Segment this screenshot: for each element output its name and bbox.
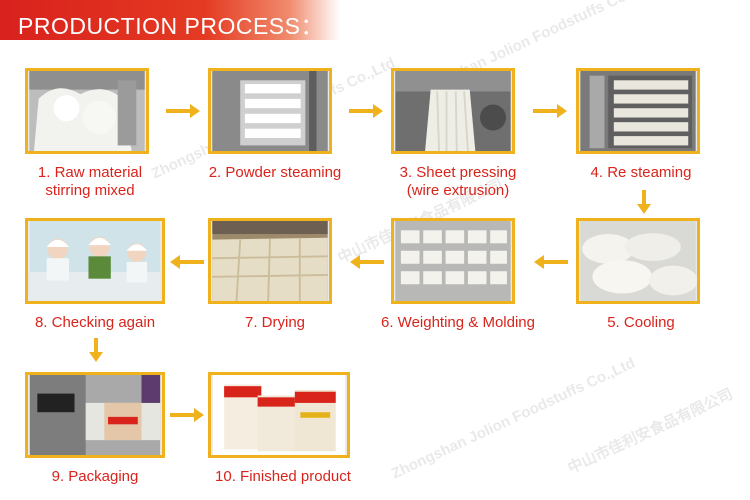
- header-banner: PRODUCTION PROCESS：: [0, 0, 340, 40]
- step-8-image: [25, 218, 165, 304]
- arrow-left-icon: [532, 252, 570, 272]
- arrow-left-icon: [168, 252, 206, 272]
- step-8-label: 8. Checking again: [10, 314, 180, 332]
- molding-conveyor-photo: [394, 221, 512, 301]
- packaging-machine-photo: [28, 375, 162, 455]
- step-1-image: [25, 68, 149, 154]
- step-6-label: 6. Weighting & Molding: [368, 314, 548, 332]
- step-3-image: [391, 68, 515, 154]
- step-9-label: 9. Packaging: [10, 468, 180, 486]
- step-4-image: [576, 68, 700, 154]
- re-steaming-cabinet-photo: [579, 71, 697, 151]
- raw-material-mixer-photo: [28, 71, 146, 151]
- step-2-image: [208, 68, 332, 154]
- arrow-down-icon: [634, 188, 654, 216]
- watermark: 中山市佳利安食品有限公司: [564, 383, 736, 478]
- arrow-down-icon: [86, 336, 106, 364]
- workers-checking-photo: [28, 221, 162, 301]
- cooling-noodle-bundles-photo: [579, 221, 697, 301]
- step-9-image: [25, 372, 165, 458]
- page-title: PRODUCTION PROCESS：: [18, 7, 324, 41]
- step-3-label: 3. Sheet pressing (wire extrusion): [378, 164, 538, 200]
- step-6-image: [391, 218, 515, 304]
- step-7-label: 7. Drying: [195, 314, 355, 332]
- arrow-right-icon: [164, 101, 202, 121]
- arrow-right-icon: [347, 101, 385, 121]
- wire-extrusion-photo: [394, 71, 512, 151]
- header: PRODUCTION PROCESS：: [0, 0, 750, 40]
- arrow-right-icon: [168, 405, 206, 425]
- powder-steaming-racks-photo: [211, 71, 329, 151]
- step-4-label: 4. Re steaming: [566, 164, 716, 182]
- step-1-label: 1. Raw material stirring mixed: [10, 164, 170, 200]
- drying-trays-photo: [211, 221, 329, 301]
- step-5-image: [576, 218, 700, 304]
- step-10-label: 10. Finished product: [198, 468, 368, 486]
- step-5-label: 5. Cooling: [566, 314, 716, 332]
- arrow-right-icon: [531, 101, 569, 121]
- arrow-left-icon: [348, 252, 386, 272]
- step-7-image: [208, 218, 332, 304]
- finished-product-packs-photo: [211, 375, 347, 455]
- step-2-label: 2. Powder steaming: [195, 164, 355, 182]
- step-10-image: [208, 372, 350, 458]
